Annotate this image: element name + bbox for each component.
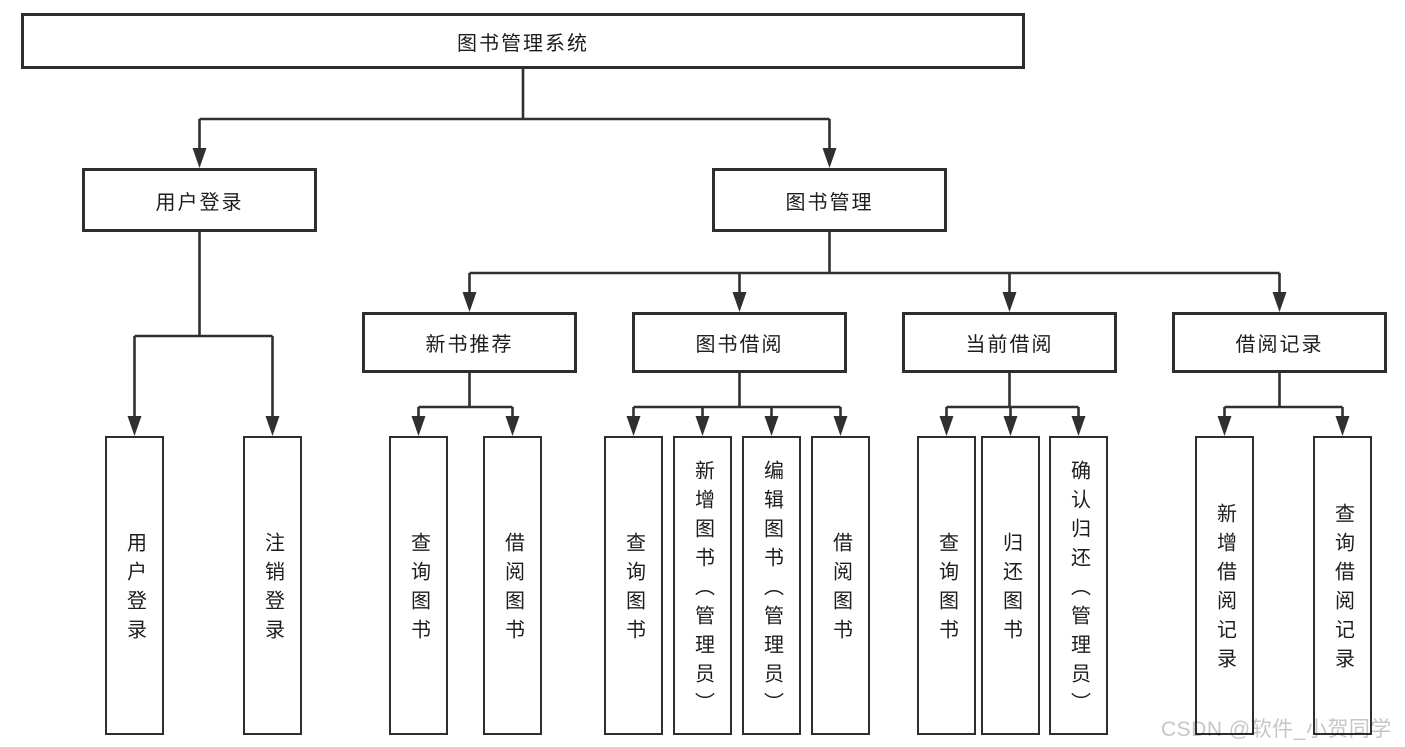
- node-borrowing-records-label: 借阅记录: [1235, 334, 1324, 356]
- leaf-current-query-books-label: 查询图书: [935, 532, 958, 648]
- node-current-borrowing-label: 当前借阅: [965, 334, 1054, 356]
- leaf-current-query-books: 查询图书: [917, 436, 976, 735]
- connector-path: [133, 69, 1344, 418]
- leaf-current-confirm-return-admin-label: 确认归还（管理员）: [1067, 459, 1090, 721]
- node-borrowing-records: 借阅记录: [1172, 312, 1387, 373]
- node-user-login: 用户登录: [82, 168, 317, 232]
- leaf-records-add-record-label: 新增借阅记录: [1213, 503, 1236, 677]
- node-new-book-recommendation: 新书推荐: [362, 312, 577, 373]
- node-new-book-recommendation-label: 新书推荐: [425, 334, 514, 356]
- watermark: CSDN @软件_小贺同学: [1161, 718, 1392, 741]
- leaf-recommend-borrow-books: 借阅图书: [483, 436, 542, 735]
- node-book-management: 图书管理: [712, 168, 947, 232]
- leaf-records-query-record: 查询借阅记录: [1313, 436, 1372, 735]
- node-book-management-label: 图书管理: [785, 191, 874, 214]
- leaf-current-confirm-return-admin: 确认归还（管理员）: [1049, 436, 1108, 735]
- arrowhead-glyphs: [127, 148, 1350, 436]
- leaf-recommend-query-books: 查询图书: [389, 436, 448, 735]
- node-root-label: 图书管理系统: [457, 32, 589, 55]
- leaf-recommend-query-books-label: 查询图书: [407, 532, 430, 648]
- node-root: 图书管理系统: [21, 13, 1025, 69]
- node-book-borrowing-label: 图书借阅: [695, 334, 784, 356]
- leaf-borrowing-query-books: 查询图书: [604, 436, 663, 735]
- node-current-borrowing: 当前借阅: [902, 312, 1117, 373]
- leaf-borrowing-query-books-label: 查询图书: [622, 532, 645, 648]
- leaf-borrowing-borrow-books-label: 借阅图书: [829, 532, 852, 648]
- leaf-records-query-record-label: 查询借阅记录: [1331, 503, 1354, 677]
- leaf-borrowing-edit-books-admin: 编辑图书（管理员）: [742, 436, 801, 735]
- leaf-logout-label: 注销登录: [261, 532, 284, 648]
- leaf-user-login: 用户登录: [105, 436, 164, 735]
- leaf-logout: 注销登录: [243, 436, 302, 735]
- node-book-borrowing: 图书借阅: [632, 312, 847, 373]
- leaf-borrowing-edit-books-admin-label: 编辑图书（管理员）: [760, 459, 783, 721]
- leaf-borrowing-add-books-admin: 新增图书（管理员）: [673, 436, 732, 735]
- leaf-current-return-books-label: 归还图书: [999, 532, 1022, 648]
- leaf-user-login-label: 用户登录: [123, 532, 146, 648]
- leaf-records-add-record: 新增借阅记录: [1195, 436, 1254, 735]
- leaf-recommend-borrow-books-label: 借阅图书: [501, 532, 524, 648]
- leaf-borrowing-borrow-books: 借阅图书: [811, 436, 870, 735]
- leaf-borrowing-add-books-admin-label: 新增图书（管理员）: [691, 459, 714, 721]
- leaf-current-return-books: 归还图书: [981, 436, 1040, 735]
- node-user-login-label: 用户登录: [155, 191, 244, 214]
